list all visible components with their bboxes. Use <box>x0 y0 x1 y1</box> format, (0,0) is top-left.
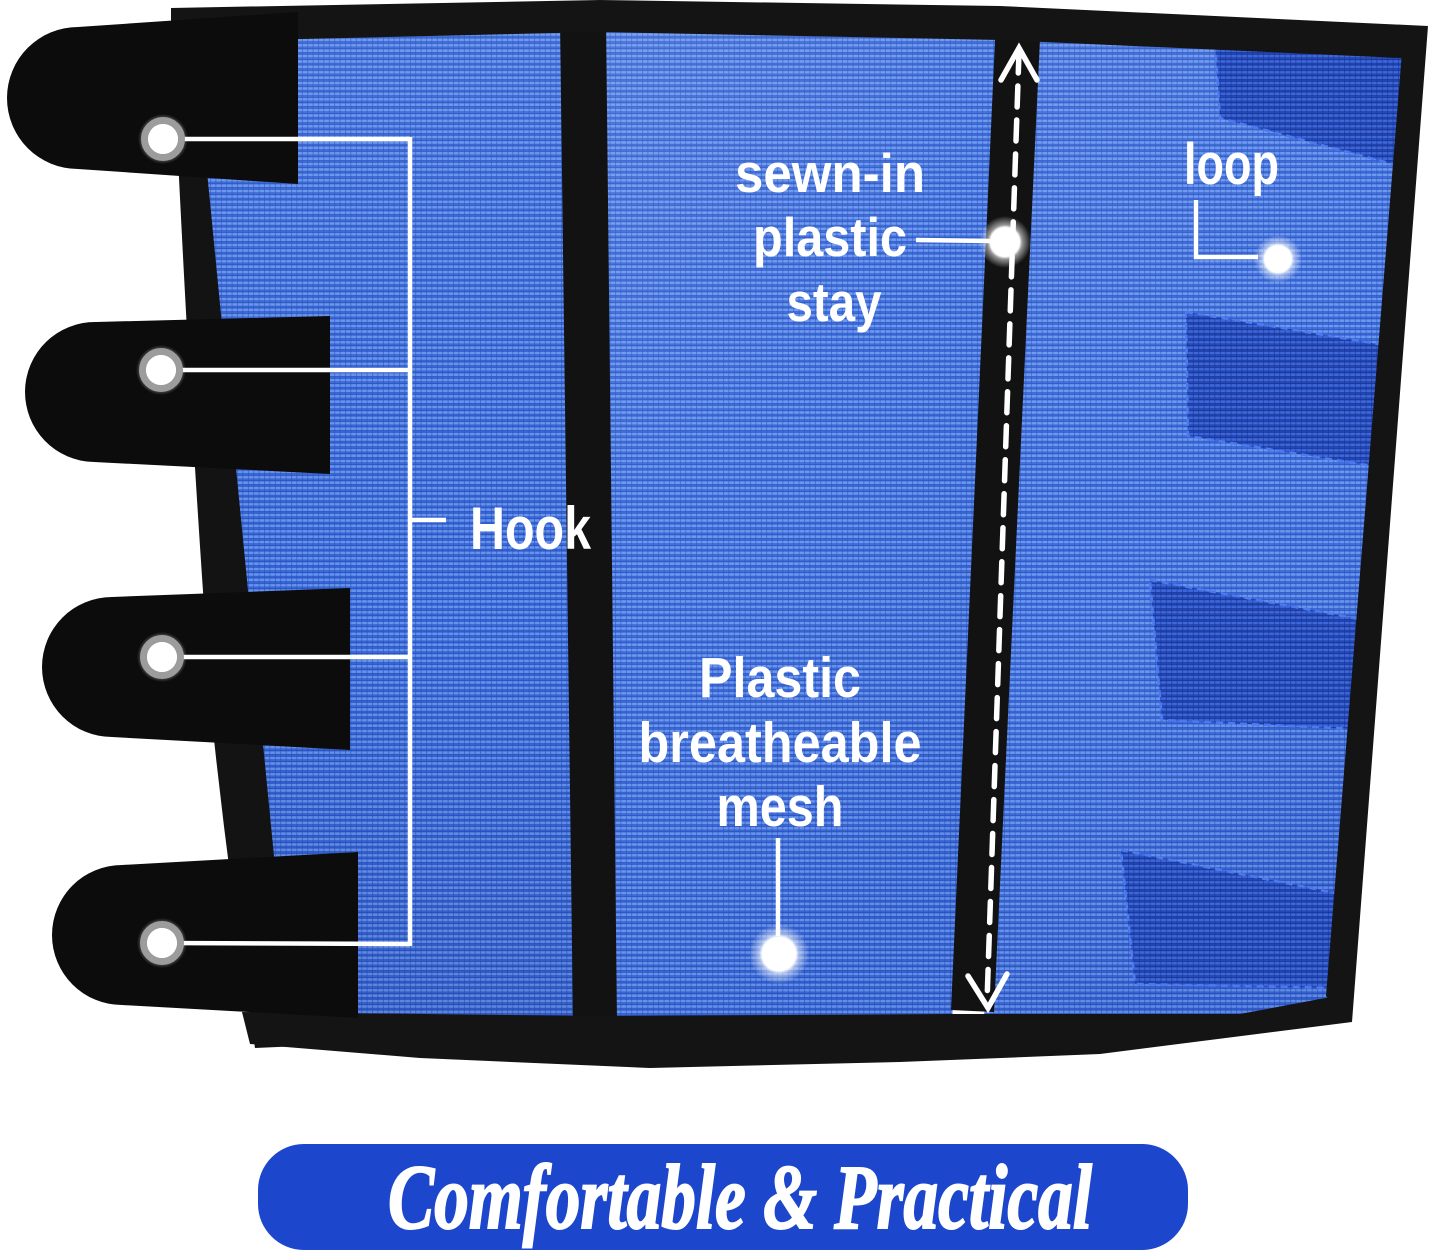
svg-text:mesh: mesh <box>717 775 844 839</box>
svg-text:Hook: Hook <box>470 495 592 562</box>
svg-text:sewn-in: sewn-in <box>735 142 925 204</box>
svg-text:Plastic: Plastic <box>699 646 861 710</box>
svg-text:plastic: plastic <box>753 206 907 268</box>
svg-text:breatheable: breatheable <box>639 711 922 775</box>
svg-text:stay: stay <box>787 271 882 333</box>
svg-text:loop: loop <box>1184 132 1279 197</box>
svg-text:Comfortable & Practical: Comfortable & Practical <box>388 1146 1092 1248</box>
